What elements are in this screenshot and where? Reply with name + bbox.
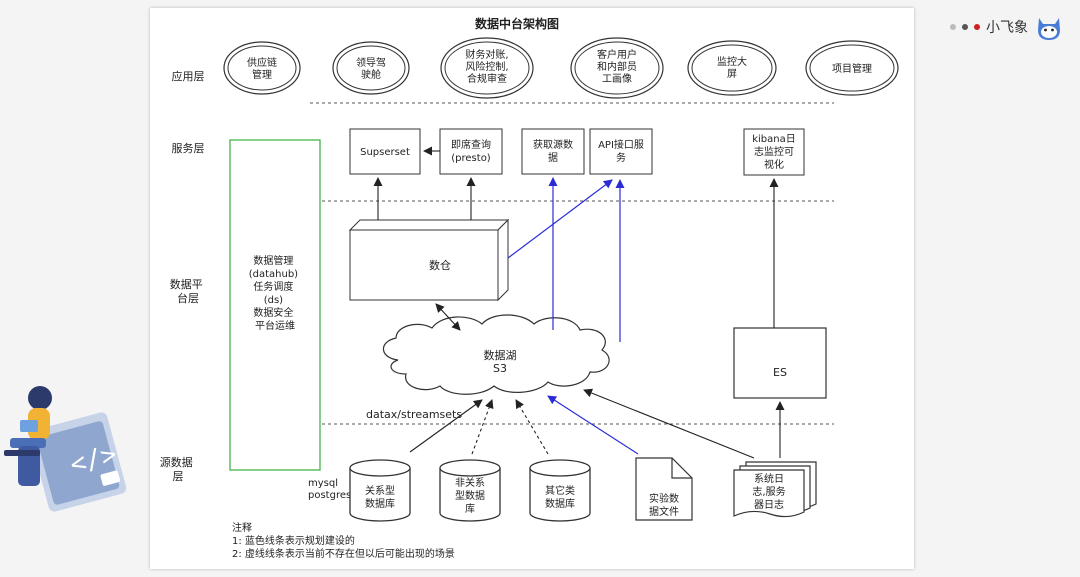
svg-text:API接口服务: API接口服务	[598, 138, 644, 164]
app-supply-chain: 供应链管理	[223, 41, 301, 95]
service-kibana: kibana日志监控可视化	[743, 128, 805, 176]
brand-dot-light	[950, 24, 956, 30]
note-item-dashed-lines: 2: 虚线线条表示当前不存在但以后可能出现的场景	[232, 547, 455, 560]
brand-name: 小飞象	[986, 20, 1028, 36]
dashed-arrows	[471, 399, 549, 455]
svg-text:财务对账,风险控制,合规审查: 财务对账,风险控制,合规审查	[465, 48, 508, 85]
svg-text:即席查询(presto): 即席查询(presto)	[451, 138, 491, 164]
service-fetch-source: 获取源数据	[521, 128, 585, 175]
svg-text:关系型数据库: 关系型数据库	[365, 484, 395, 510]
source-nonrelational-db: 非关系型数据库	[439, 459, 501, 522]
layer-label-data-platform: 数据平 台层	[170, 277, 207, 305]
app-cockpit: 领导驾驶舱	[332, 41, 410, 95]
svg-text:数据管理 (datahub): 数据管理 (datahub) 任务调度 (ds) 数据安全 平台运维	[249, 254, 302, 332]
source-system-logs: 系统日志,服务器日志	[733, 461, 817, 518]
elasticsearch-box: ES	[733, 327, 827, 399]
svg-text:Supserset: Supserset	[360, 147, 410, 158]
svg-text:实验数据文件: 实验数据文件	[649, 492, 679, 518]
mascot-icon	[1038, 18, 1060, 40]
data-warehouse: 数仓	[348, 218, 510, 302]
svg-text:数仓: 数仓	[429, 258, 451, 272]
service-api: API接口服务	[589, 128, 653, 175]
layer-label-source: 源数据 层	[160, 455, 197, 483]
app-profiling: 客户用户和内部员工画像	[570, 37, 664, 99]
svg-text:kibana日志监控可视化: kibana日志监控可视化	[752, 134, 796, 171]
app-project-mgmt: 项目管理	[805, 40, 899, 96]
source-experiment-file: 实验数据文件	[635, 457, 693, 521]
connector-arrows	[373, 146, 785, 459]
svg-text:非关系型数据库: 非关系型数据库	[455, 476, 485, 515]
svg-text:供应链管理: 供应链管理	[247, 56, 277, 81]
layer-label-application: 应用层	[172, 69, 205, 83]
svg-text:系统日志,服务器日志: 系统日志,服务器日志	[752, 472, 785, 511]
diagram-page: 数据中台架构图 应用层 服务层 数据平 台层 源数据 层 供应链管理	[150, 8, 914, 569]
svg-text:监控大屏: 监控大屏	[717, 55, 747, 80]
service-superset: Supserset	[349, 128, 421, 175]
svg-text:其它类数据库: 其它类数据库	[545, 484, 575, 510]
svg-text:获取源数据: 获取源数据	[533, 138, 573, 164]
svg-text:项目管理: 项目管理	[832, 62, 872, 75]
planned-blue-arrows	[507, 177, 639, 455]
management-box: 数据管理 (datahub) 任务调度 (ds) 数据安全 平台运维	[229, 139, 321, 471]
svg-text:领导驾驶舱: 领导驾驶舱	[356, 56, 386, 81]
developer-illustration-icon: </>	[4, 386, 127, 512]
brand-dot-dark	[962, 24, 968, 30]
layer-label-service: 服务层	[172, 142, 205, 155]
source-relational-db: 关系型数据库	[349, 459, 411, 522]
brand-dot-red	[974, 24, 980, 30]
diagram-title: 数据中台架构图	[475, 16, 559, 31]
service-presto: 即席查询(presto)	[439, 128, 503, 175]
notes-heading: 注释	[232, 521, 252, 534]
architecture-diagram: 数据中台架构图 应用层 服务层 数据平 台层 源数据 层 供应链管理	[160, 16, 899, 560]
svg-text:客户用户和内部员工画像: 客户用户和内部员工画像	[597, 48, 637, 85]
source-other-db: 其它类数据库	[529, 459, 591, 522]
brand-header: 小飞象	[950, 12, 1064, 42]
ingest-tool-label: datax/streamsets	[366, 408, 462, 421]
app-finance: 财务对账,风险控制,合规审查	[440, 37, 534, 99]
app-monitor-screen: 监控大屏	[687, 40, 777, 96]
svg-text:ES: ES	[773, 366, 787, 379]
note-item-blue-lines: 1: 蓝色线条表示规划建设的	[232, 534, 355, 547]
